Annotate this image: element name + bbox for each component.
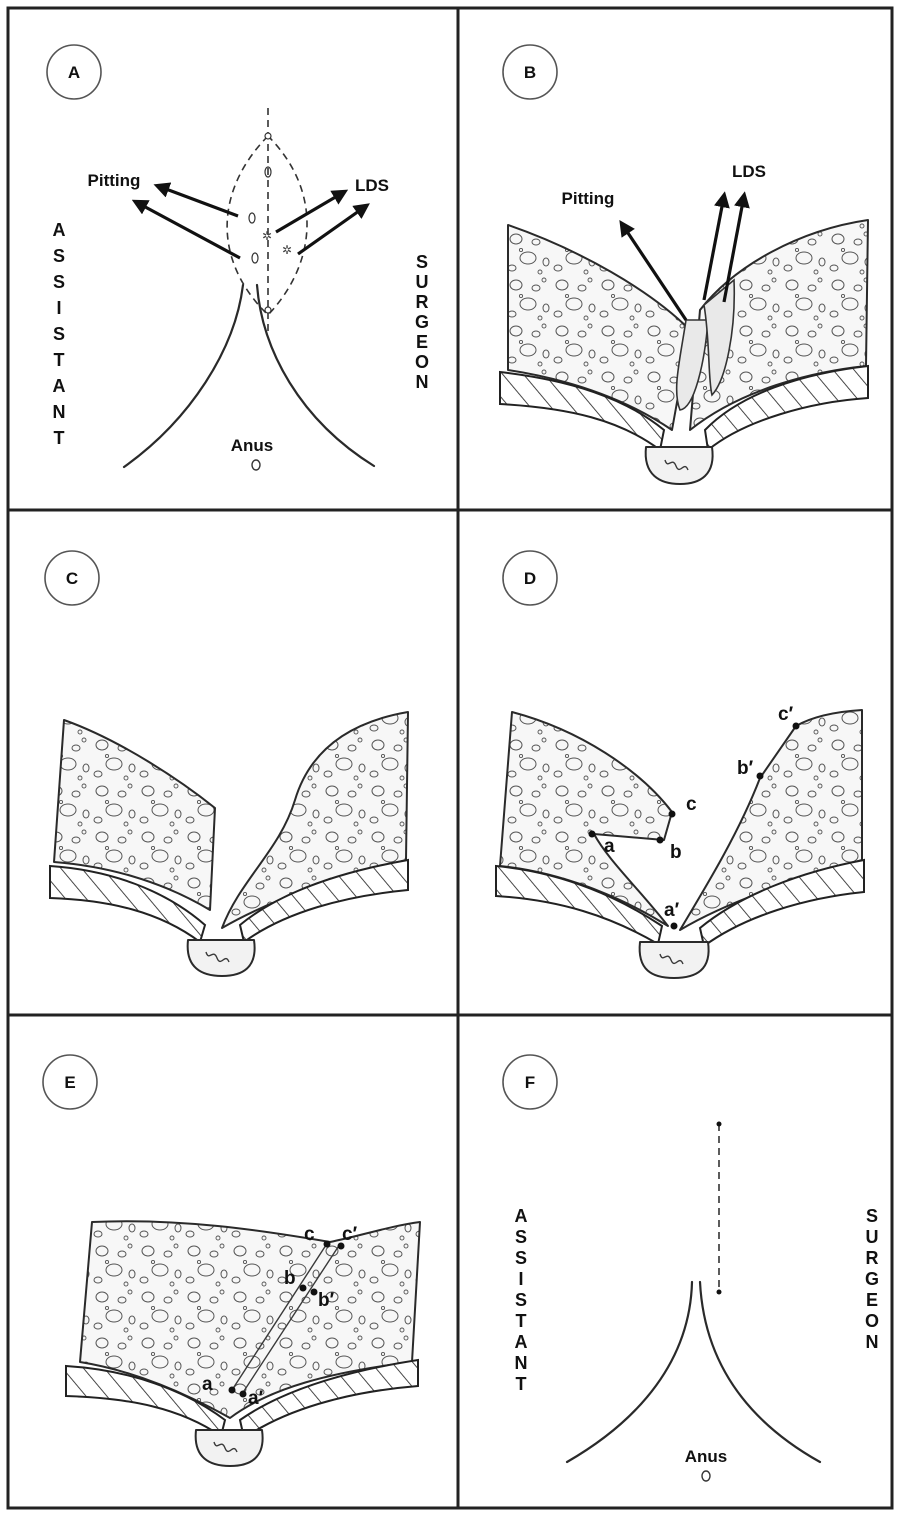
label-c-prime: c′ [342, 1224, 358, 1245]
label-b-prime: b′ [737, 758, 754, 779]
svg-text:✲: ✲ [282, 243, 292, 257]
panel-a-ellipse-incision [227, 136, 307, 315]
label-c-prime: c′ [778, 704, 794, 725]
panel-d-letter: D [524, 569, 536, 588]
panel-a-letter: A [68, 63, 80, 82]
pitting-label-b: Pitting [562, 189, 615, 208]
point-b-prime [757, 773, 764, 780]
label-b: b [670, 842, 682, 863]
svg-text:✲: ✲ [262, 229, 272, 243]
panel-b: B Pitting LDS [500, 45, 868, 484]
panel-d-sacrum [640, 942, 709, 978]
panel-e: E c c′ b b′ a a′ [43, 1055, 420, 1466]
label-c: c [304, 1224, 315, 1245]
pit-icon [249, 213, 255, 223]
panel-a-cleft-right [257, 285, 374, 466]
point-b-prime [311, 1289, 318, 1296]
point-b [300, 1285, 307, 1292]
label-c: c [686, 794, 697, 815]
anus-label: Anus [231, 436, 274, 455]
panel-e-sacrum [196, 1430, 263, 1466]
anus-label-f: Anus [685, 1447, 728, 1466]
panel-d: D c b a a′ b′ c′ [496, 551, 864, 978]
point-c [324, 1241, 331, 1248]
arrow-icon [158, 186, 238, 216]
panel-f-cleft-left [567, 1282, 692, 1462]
label-a-prime: a′ [664, 900, 680, 921]
panel-b-sacrum [646, 447, 713, 484]
panel-c-sacrum [188, 940, 255, 976]
point-a [589, 831, 596, 838]
panel-c: C [45, 551, 408, 976]
panel-f-letter: F [525, 1073, 535, 1092]
point-b [657, 837, 664, 844]
arrow-icon [276, 192, 344, 232]
lds-label: LDS [355, 176, 389, 195]
anus-icon [252, 460, 260, 470]
lds-label-b: LDS [732, 162, 766, 181]
panel-f-cleft-right [700, 1282, 820, 1462]
point-c-prime [793, 723, 800, 730]
point-a [229, 1387, 236, 1394]
anus-icon [702, 1471, 710, 1481]
point-a-prime [671, 923, 678, 930]
panel-e-letter: E [64, 1073, 75, 1092]
pit-icon [252, 253, 258, 263]
label-b-prime: b′ [318, 1290, 335, 1311]
label-b: b [284, 1268, 296, 1289]
panel-a-cleft-left [124, 285, 243, 467]
arrow-icon [704, 196, 724, 300]
pitting-label: Pitting [88, 171, 141, 190]
label-a: a [604, 836, 615, 857]
panel-b-letter: B [524, 63, 536, 82]
label-a: a [202, 1374, 213, 1395]
label-a-prime: a′ [248, 1388, 264, 1409]
panel-c-letter: C [66, 569, 78, 588]
point-c [669, 811, 676, 818]
point-a-prime [240, 1391, 247, 1398]
